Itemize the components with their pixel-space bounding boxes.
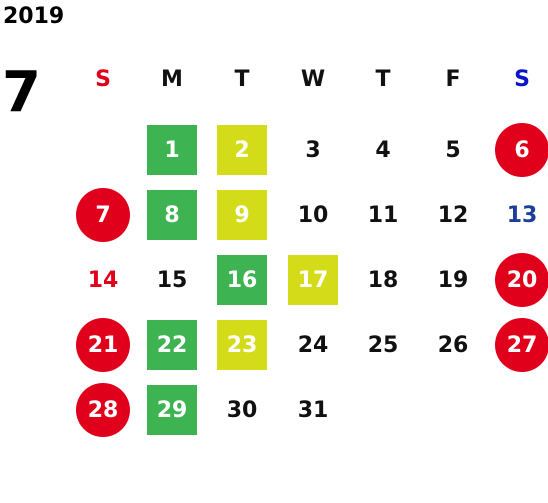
day-cell-6[interactable]: 6 (492, 120, 548, 180)
green-day-marker: 1 (147, 125, 197, 175)
day-cell-27[interactable]: 27 (492, 315, 548, 375)
day-cell-11[interactable]: 11 (353, 185, 413, 245)
day-number: 12 (437, 202, 469, 228)
day-cell-7[interactable]: 7 (73, 185, 133, 245)
day-cell-3[interactable]: 3 (283, 120, 343, 180)
green-day-marker: 22 (147, 320, 197, 370)
calendar-year: 2019 (3, 4, 65, 29)
day-cell-1[interactable]: 1 (142, 120, 202, 180)
weekday-header-thursday: T (375, 67, 391, 92)
day-cell-13[interactable]: 13 (492, 185, 548, 245)
holiday-circle-marker: 6 (495, 123, 548, 177)
day-number: 26 (437, 332, 469, 358)
yellow-day-marker: 17 (288, 255, 338, 305)
calendar-month: 7 (2, 60, 41, 125)
day-number: 30 (226, 397, 258, 423)
green-day-marker: 8 (147, 190, 197, 240)
day-cell-10[interactable]: 10 (283, 185, 343, 245)
day-cell-18[interactable]: 18 (353, 250, 413, 310)
day-cell-29[interactable]: 29 (142, 380, 202, 440)
yellow-day-marker: 23 (217, 320, 267, 370)
weekday-header-saturday: S (514, 67, 530, 92)
day-cell-14[interactable]: 14 (73, 250, 133, 310)
day-number: 18 (367, 267, 399, 293)
day-cell-20[interactable]: 20 (492, 250, 548, 310)
day-number: 11 (367, 202, 399, 228)
weekday-header-sunday: S (95, 67, 111, 92)
day-cell-19[interactable]: 19 (423, 250, 483, 310)
weekday-header-monday: M (161, 67, 183, 92)
weekday-header-wednesday: W (300, 67, 326, 92)
day-number: 24 (297, 332, 329, 358)
day-cell-9[interactable]: 9 (212, 185, 272, 245)
green-day-marker: 29 (147, 385, 197, 435)
day-cell-15[interactable]: 15 (142, 250, 202, 310)
day-cell-5[interactable]: 5 (423, 120, 483, 180)
day-number: 10 (297, 202, 329, 228)
day-number: 14 (87, 267, 119, 293)
day-number: 4 (375, 137, 391, 163)
weekday-header-friday: F (445, 67, 461, 92)
day-number: 31 (297, 397, 329, 423)
day-cell-30[interactable]: 30 (212, 380, 272, 440)
yellow-day-marker: 9 (217, 190, 267, 240)
day-number: 13 (506, 202, 538, 228)
day-number: 15 (156, 267, 188, 293)
holiday-circle-marker: 20 (495, 253, 548, 307)
day-number: 5 (445, 137, 461, 163)
day-cell-26[interactable]: 26 (423, 315, 483, 375)
holiday-circle-marker: 7 (76, 188, 130, 242)
holiday-circle-marker: 27 (495, 318, 548, 372)
day-cell-24[interactable]: 24 (283, 315, 343, 375)
day-cell-25[interactable]: 25 (353, 315, 413, 375)
holiday-circle-marker: 21 (76, 318, 130, 372)
holiday-circle-marker: 28 (76, 383, 130, 437)
day-cell-28[interactable]: 28 (73, 380, 133, 440)
day-cell-8[interactable]: 8 (142, 185, 202, 245)
day-cell-31[interactable]: 31 (283, 380, 343, 440)
day-cell-23[interactable]: 23 (212, 315, 272, 375)
day-cell-21[interactable]: 21 (73, 315, 133, 375)
day-number: 25 (367, 332, 399, 358)
day-cell-2[interactable]: 2 (212, 120, 272, 180)
day-number: 19 (437, 267, 469, 293)
day-cell-22[interactable]: 22 (142, 315, 202, 375)
weekday-header-tuesday: T (234, 67, 250, 92)
day-cell-16[interactable]: 16 (212, 250, 272, 310)
day-cell-17[interactable]: 17 (283, 250, 343, 310)
green-day-marker: 16 (217, 255, 267, 305)
day-number: 3 (305, 137, 321, 163)
yellow-day-marker: 2 (217, 125, 267, 175)
day-cell-4[interactable]: 4 (353, 120, 413, 180)
day-cell-12[interactable]: 12 (423, 185, 483, 245)
